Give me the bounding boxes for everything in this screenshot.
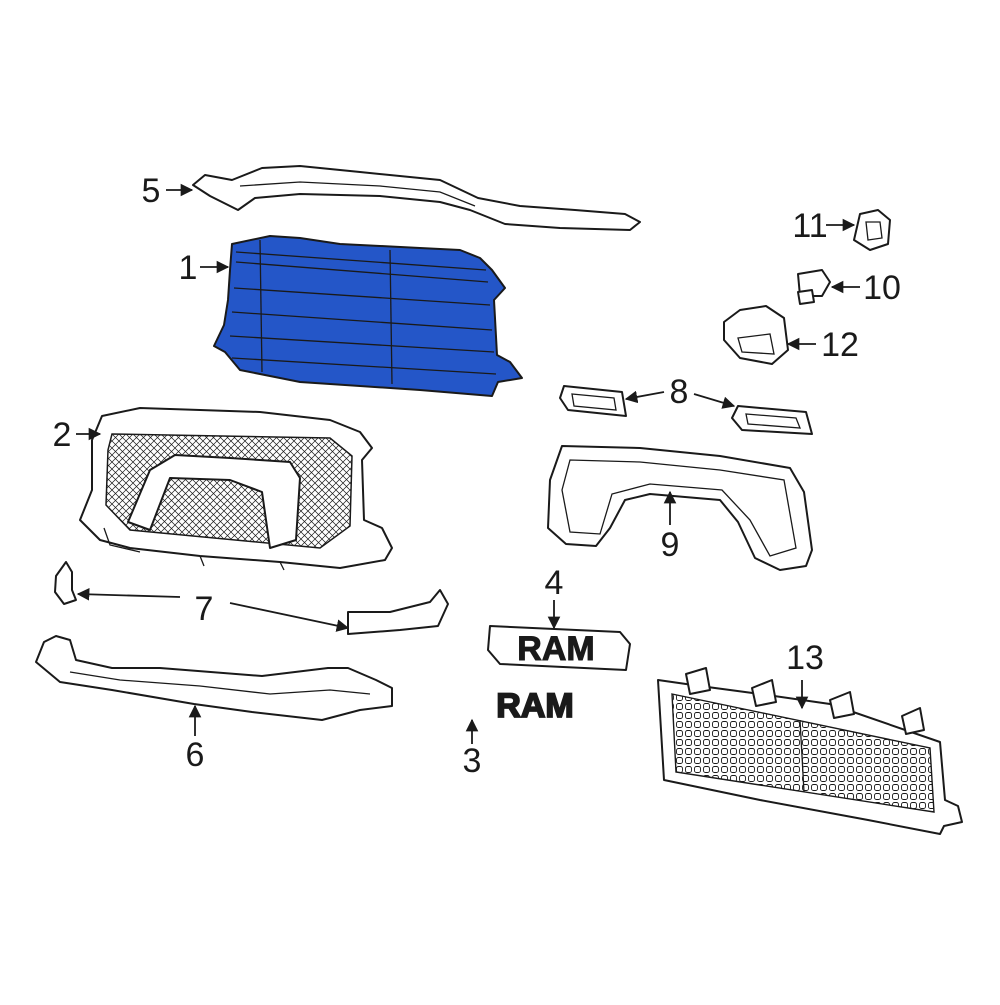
- leader-7-left: [76, 588, 181, 601]
- part-7-trim-right: [347, 589, 449, 635]
- part-10-push-pin: [797, 269, 831, 305]
- part-1-shutter-assembly: [213, 235, 523, 397]
- callout-13: 13: [786, 639, 824, 677]
- callout-9: 9: [661, 526, 680, 564]
- part-2-grille-frame: [79, 407, 393, 571]
- part-8-trim-left: [559, 385, 627, 417]
- callout-5: 5: [142, 172, 161, 210]
- part-1-body: [213, 235, 523, 397]
- leader-8-left: [624, 390, 665, 404]
- part-12-bracket: [723, 305, 789, 365]
- leader-8-right: [693, 393, 736, 409]
- leader-7-right: [229, 602, 350, 632]
- callout-10: 10: [863, 269, 901, 307]
- part-4-emblem-text: RAM: [517, 630, 594, 668]
- part-6-lower-support: [35, 635, 393, 721]
- part-3-emblem-text: RAM: [496, 687, 573, 725]
- callout-3: 3: [463, 742, 482, 780]
- part-9-bezel: [547, 445, 813, 571]
- callout-2: 2: [53, 416, 72, 454]
- part-13-lower-grille: [657, 667, 963, 835]
- callout-8: 8: [670, 373, 689, 411]
- callout-4: 4: [545, 564, 564, 602]
- callout-6: 6: [186, 736, 205, 774]
- part-7-trim-left: [54, 561, 77, 605]
- callout-1: 1: [179, 249, 198, 287]
- part-4-emblem-plate: RAM: [487, 625, 631, 671]
- callout-labels: 5 1 2 7 6 3 4 8 9 11 10 12 13: [53, 172, 901, 780]
- part-3-ram-letters: RAM: [495, 686, 574, 726]
- part-11-clip: [853, 209, 891, 251]
- part-8-trim-right: [731, 405, 813, 435]
- callout-12: 12: [821, 326, 859, 364]
- part-5-upper-cover: [192, 165, 641, 231]
- leader-lines: [76, 183, 860, 744]
- callout-7: 7: [195, 590, 214, 628]
- callout-11: 11: [792, 207, 827, 245]
